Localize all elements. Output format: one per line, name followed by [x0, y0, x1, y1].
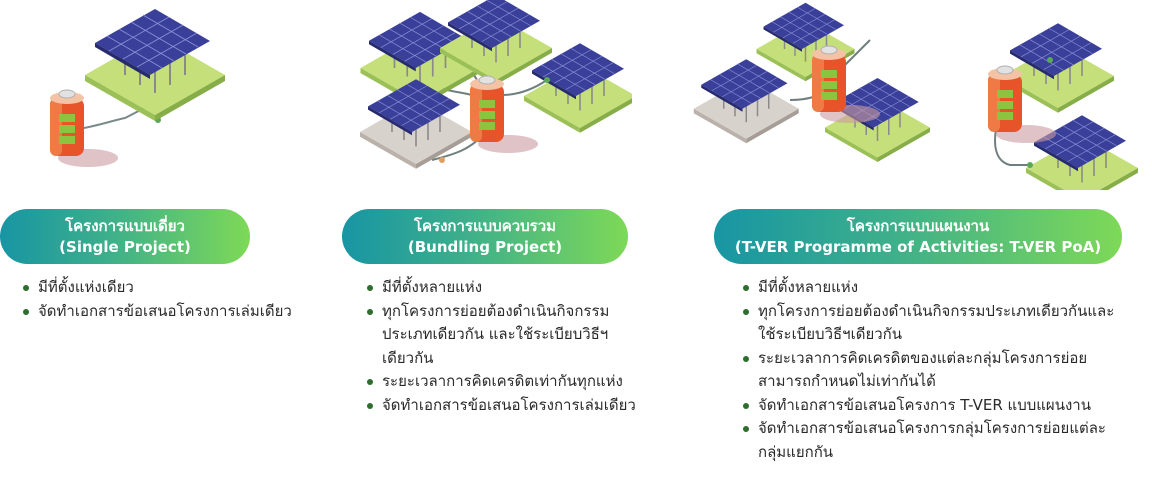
bullet-item: ทุกโครงการย่อยต้องดำเนินกิจกรรมประเภทเดี…: [364, 300, 654, 371]
single-project-bullets: มีที่ตั้งแห่งเดียว จัดทำเอกสารข้อเสนอโคร…: [20, 276, 320, 323]
poa-bullets: มีที่ตั้งหลายแห่ง ทุกโครงการย่อยต้องดำเน…: [740, 276, 1120, 464]
poa-title-en: (T-VER Programme of Activities: T-VER Po…: [734, 237, 1102, 256]
single-project-title-th: โครงการแบบเดี่ยว: [65, 216, 185, 235]
bullet-item: มีที่ตั้งหลายแห่ง: [740, 276, 1120, 300]
bullet-item: จัดทำเอกสารข้อเสนอโครงการเล่มเดียว: [20, 300, 320, 324]
bundling-project-bullets: มีที่ตั้งหลายแห่ง ทุกโครงการย่อยต้องดำเน…: [364, 276, 654, 417]
bundling-project-title-en: (Bundling Project): [407, 237, 563, 256]
single-project-illustration: [49, 8, 226, 168]
bundling-project-title-th: โครงการแบบควบรวม: [413, 216, 557, 235]
bullet-item: ระยะเวลาการคิดเครดิตเท่ากันทุกแห่ง: [364, 370, 654, 394]
poa-illustration: [693, 2, 1139, 190]
bullet-item: มีที่ตั้งแห่งเดียว: [20, 276, 320, 300]
single-project-title-en: (Single Project): [59, 237, 191, 256]
bullet-item: จัดทำเอกสารข้อเสนอโครงการกลุ่มโครงการย่อ…: [740, 417, 1120, 464]
bundling-project-illustration: [359, 0, 632, 170]
poa-title-th: โครงการแบบแผนงาน: [846, 216, 990, 235]
poa-title: โครงการแบบแผนงาน (T-VER Programme of Act…: [714, 209, 1122, 264]
bullet-item: จัดทำเอกสารข้อเสนอโครงการเล่มเดียว: [364, 394, 654, 418]
bullet-item: ทุกโครงการย่อยต้องดำเนินกิจกรรมประเภทเดี…: [740, 300, 1120, 347]
single-project-title: โครงการแบบเดี่ยว (Single Project): [0, 209, 250, 264]
bullet-item: ระยะเวลาการคิดเครดิตของแต่ละกลุ่มโครงการ…: [740, 347, 1120, 394]
bullet-item: จัดทำเอกสารข้อเสนอโครงการ T-VER แบบแผนงา…: [740, 394, 1120, 418]
bundling-project-title: โครงการแบบควบรวม (Bundling Project): [342, 209, 628, 264]
bullet-item: มีที่ตั้งหลายแห่ง: [364, 276, 654, 300]
